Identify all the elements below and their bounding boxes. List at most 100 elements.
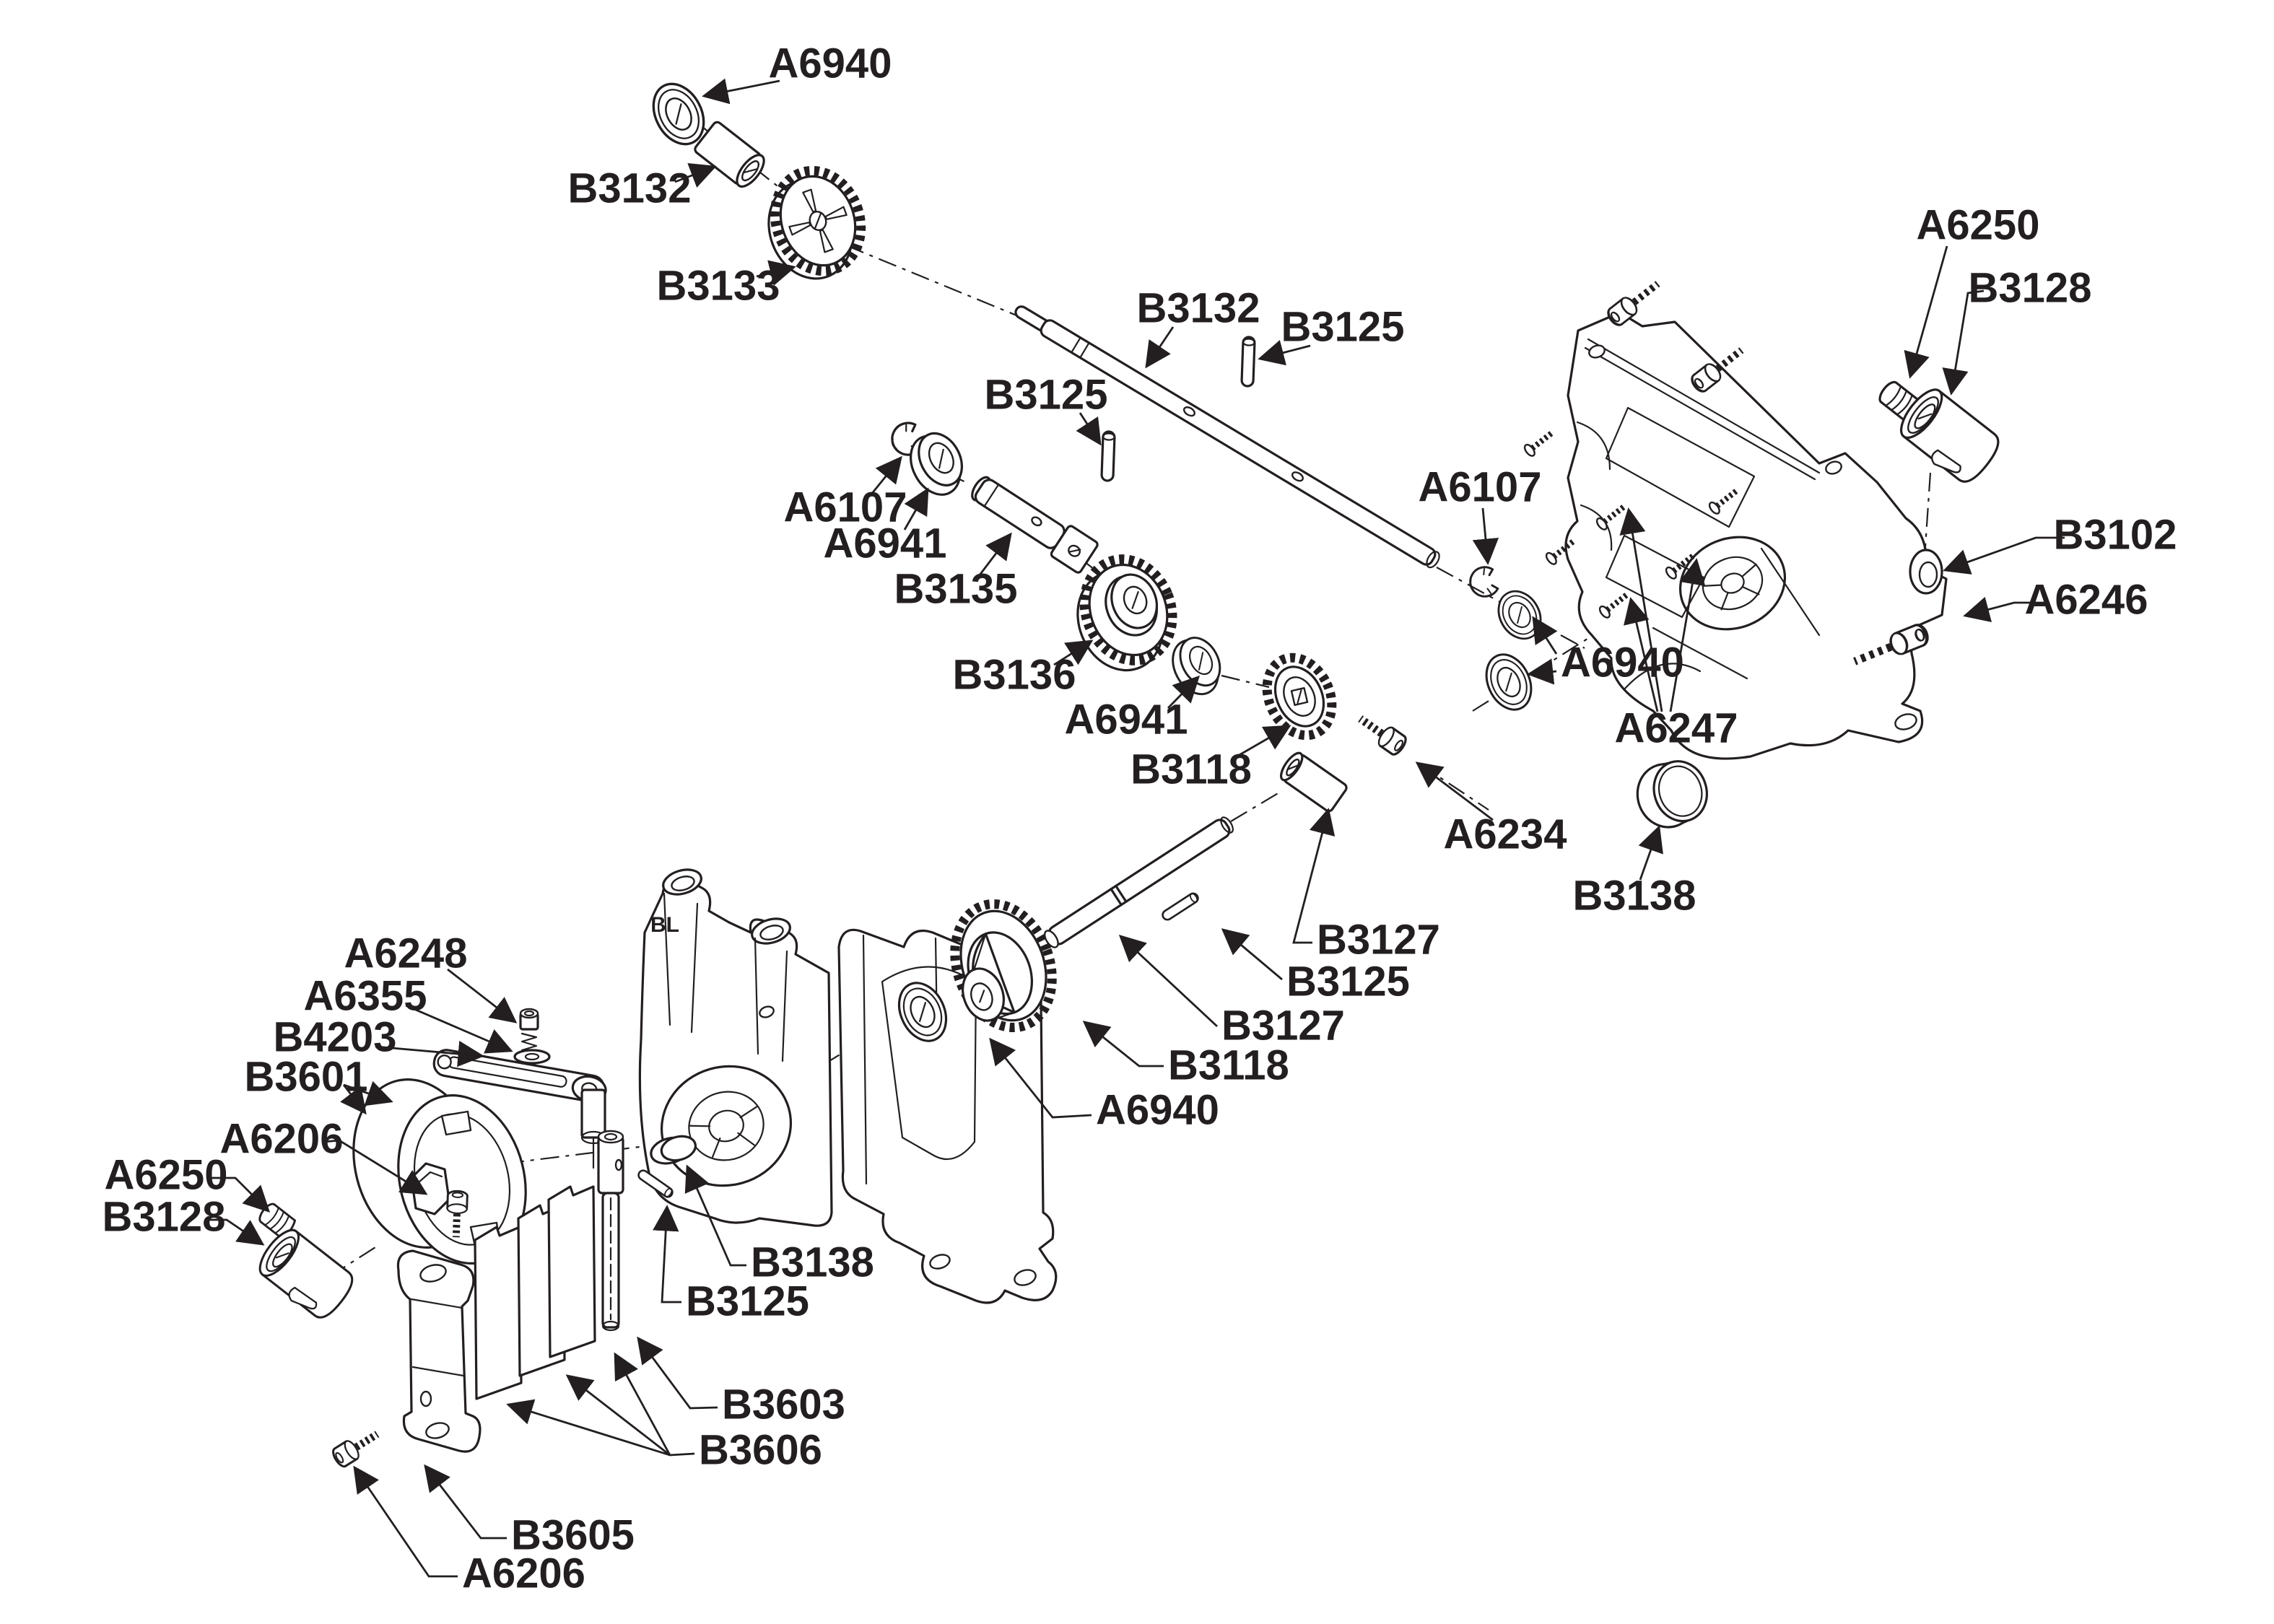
pin-b3125-mid bbox=[1100, 430, 1116, 482]
leader-line-b3127-23 bbox=[1118, 935, 1218, 1028]
gear-b3136 bbox=[1076, 554, 1177, 672]
leader-line-a6234-12 bbox=[1415, 761, 1494, 821]
washer-a6355-hole bbox=[524, 1052, 540, 1061]
leader-lines-layer bbox=[209, 78, 2065, 1578]
leader-line-a6206-38 bbox=[353, 1465, 458, 1578]
part-label-a6246-17: A6246 bbox=[2025, 576, 2148, 623]
part-label-b3127-21: B3127 bbox=[1317, 916, 1440, 963]
part-label-b3125-5: B3125 bbox=[985, 371, 1108, 418]
part-label-a6206-38: A6206 bbox=[462, 1550, 585, 1597]
bevel-gear-b3118 bbox=[1262, 652, 1337, 741]
leader-line-b3135-8 bbox=[977, 532, 1012, 577]
leader-line-a6246-17 bbox=[1963, 596, 2036, 623]
part-label-a6206-30: A6206 bbox=[220, 1115, 344, 1162]
leader-line-b3125-4 bbox=[1258, 340, 1311, 366]
brake-post-b3603 bbox=[597, 1130, 624, 1332]
leader-line-b3125-22 bbox=[1221, 928, 1283, 981]
part-label-b3601-29: B3601 bbox=[245, 1053, 368, 1100]
part-label-b4203-28: B4203 bbox=[274, 1013, 397, 1060]
leader-line-a6940-14 bbox=[1527, 658, 1557, 685]
part-label-b3118-24: B3118 bbox=[1168, 1042, 1289, 1088]
part-label-a6941-7: A6941 bbox=[824, 520, 947, 567]
leader-line-b3606-36 bbox=[614, 1352, 671, 1456]
leader-line-b3132-3 bbox=[1145, 326, 1175, 369]
part-label-b3138-20: B3138 bbox=[1573, 872, 1696, 919]
leader-line-b3601-29 bbox=[340, 1084, 367, 1115]
leader-line-a6355-27 bbox=[405, 1004, 513, 1054]
leader-line-a6247-15 bbox=[1624, 597, 1659, 712]
leader-line-a6940-0 bbox=[702, 78, 780, 105]
part-label-b3125-22: B3125 bbox=[1286, 958, 1410, 1005]
leader-line-b3125-5 bbox=[1076, 412, 1102, 446]
washer-a6355 bbox=[513, 1049, 551, 1065]
slipper-gear-b3118 bbox=[950, 899, 1057, 1033]
part-label-b3128-32: B3128 bbox=[103, 1193, 226, 1240]
leader-line-b3133-2 bbox=[756, 260, 796, 286]
part-label-a6107-13: A6107 bbox=[1419, 463, 1542, 510]
part-label-b3136-9: B3136 bbox=[953, 651, 1076, 698]
bearing-a6940-upper bbox=[1489, 582, 1551, 647]
leader-line-a6941-10 bbox=[1167, 675, 1201, 709]
screw-a6248 bbox=[519, 1008, 539, 1065]
part-label-a6940-0: A6940 bbox=[769, 40, 892, 87]
leader-line-a6940-14 bbox=[1532, 616, 1558, 655]
leader-line-a6107-6 bbox=[869, 455, 902, 496]
pin-b3125-top bbox=[1240, 336, 1256, 388]
brake-pads-b3606 bbox=[474, 1185, 596, 1400]
spacer-b3132 bbox=[694, 121, 765, 188]
leader-line-a6247-15 bbox=[1669, 558, 1706, 712]
part-label-a6940-14: A6940 bbox=[1561, 639, 1684, 686]
part-label-bl-39: BL bbox=[650, 913, 679, 937]
part-label-a6247-15: A6247 bbox=[1615, 704, 1738, 751]
part-label-b3102-16: B3102 bbox=[2054, 511, 2177, 558]
leader-line-b3125-34 bbox=[653, 1205, 681, 1304]
leader-line-b3128-19 bbox=[1942, 289, 1985, 396]
part-label-b3118-11: B3118 bbox=[1131, 746, 1252, 793]
bearing-a6941-left bbox=[899, 424, 975, 505]
eclip-a6107-right bbox=[1465, 564, 1500, 601]
leader-line-b4203-28 bbox=[375, 1040, 484, 1068]
long-screw-top-1 bbox=[1606, 276, 1664, 328]
part-label-b3605-37: B3605 bbox=[511, 1511, 635, 1558]
part-label-b3125-34: B3125 bbox=[686, 1278, 809, 1324]
part-label-b3125-4: B3125 bbox=[1281, 303, 1405, 350]
idler-shaft-b3135 bbox=[971, 476, 1099, 574]
gearbox-housing-b3102 bbox=[1522, 276, 1948, 760]
part-label-a6248-26: A6248 bbox=[344, 930, 468, 977]
part-label-a6250-31: A6250 bbox=[105, 1151, 228, 1198]
leader-line-b3127-21 bbox=[1292, 808, 1336, 944]
part-label-b3603-35: B3603 bbox=[722, 1381, 845, 1428]
leader-line-b3102-16 bbox=[1943, 536, 2065, 575]
leader-line-a6206-30 bbox=[323, 1139, 428, 1195]
leader-line-b3601-29 bbox=[343, 1081, 393, 1106]
leader-line-b3606-36 bbox=[565, 1374, 671, 1457]
screw-a6234 bbox=[1354, 710, 1408, 756]
leader-line-b3118-24 bbox=[1082, 1021, 1164, 1068]
brake-cam-post bbox=[580, 1088, 606, 1169]
leader-line-a6107-13 bbox=[1472, 507, 1499, 565]
part-label-a6355-27: A6355 bbox=[304, 972, 427, 1019]
part-label-b3132-3: B3132 bbox=[1137, 284, 1260, 331]
output-shaft-b3127 bbox=[1043, 816, 1234, 948]
leader-line-b3605-37 bbox=[424, 1464, 507, 1540]
cap-plug-b3138-brake bbox=[650, 1135, 697, 1165]
bearing-a6941-right bbox=[1162, 629, 1232, 704]
part-label-a6941-10: A6941 bbox=[1065, 696, 1188, 743]
leader-line-a6941-7 bbox=[903, 487, 929, 531]
part-label-a6234-12: A6234 bbox=[1444, 811, 1567, 857]
brake-bracket-b3605 bbox=[396, 1249, 482, 1453]
pin-b3125-shaft bbox=[1159, 891, 1201, 922]
leader-line-b3138-33 bbox=[684, 1164, 746, 1267]
leader-line-b3138-20 bbox=[1638, 825, 1663, 881]
part-label-b3606-36: B3606 bbox=[699, 1426, 822, 1473]
part-label-a6250-18: A6250 bbox=[1917, 201, 2040, 248]
leader-line-a6940-25 bbox=[989, 1037, 1092, 1119]
leader-line-b3128-32 bbox=[209, 1218, 265, 1246]
cap-plug-b3138-right bbox=[1636, 760, 1708, 829]
spacer-tube-b3127 bbox=[1280, 751, 1348, 813]
leader-line-a6250-18 bbox=[1904, 245, 1948, 379]
leader-line-a6250-31 bbox=[211, 1176, 271, 1213]
